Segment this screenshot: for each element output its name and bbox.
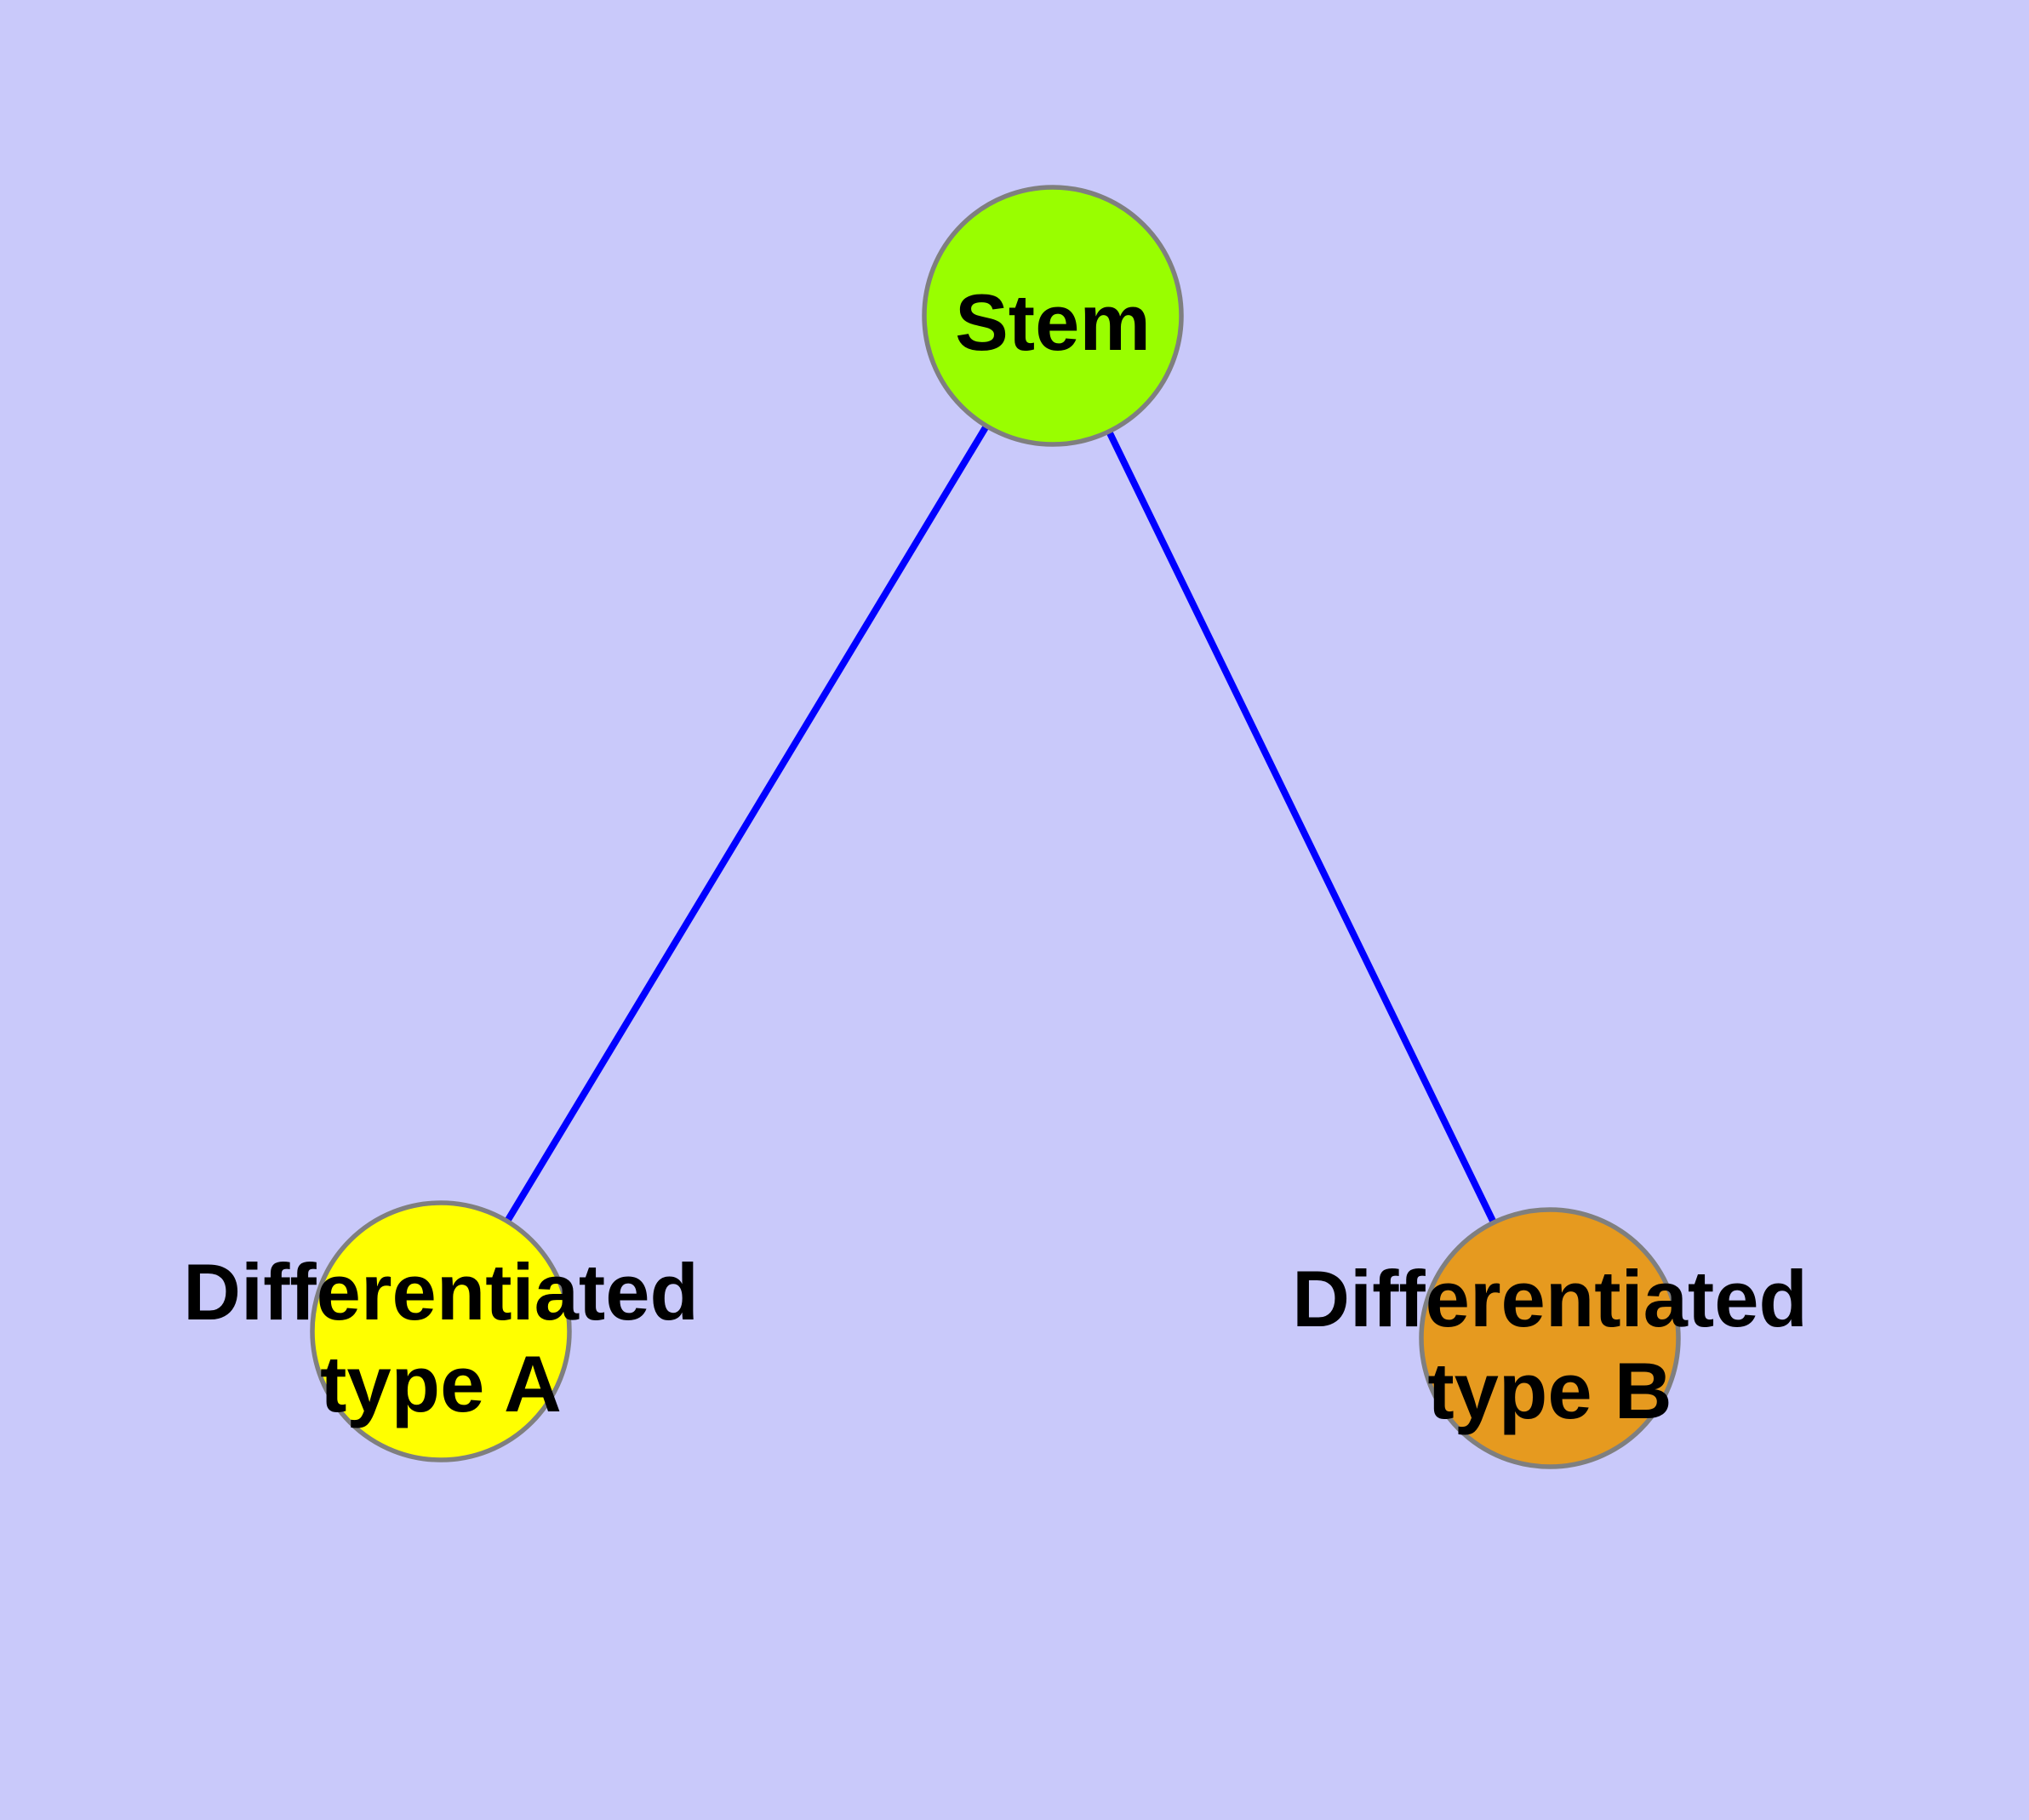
edge-stem-to-diff-a (437, 313, 1056, 1334)
node-stem[interactable] (922, 185, 1184, 447)
edges-layer (437, 313, 1553, 1340)
node-diff-a[interactable] (310, 1200, 572, 1462)
edge-stem-to-diff-b (1049, 314, 1553, 1340)
node-diff-b[interactable] (1419, 1207, 1681, 1469)
nodes-layer (310, 185, 1681, 1469)
